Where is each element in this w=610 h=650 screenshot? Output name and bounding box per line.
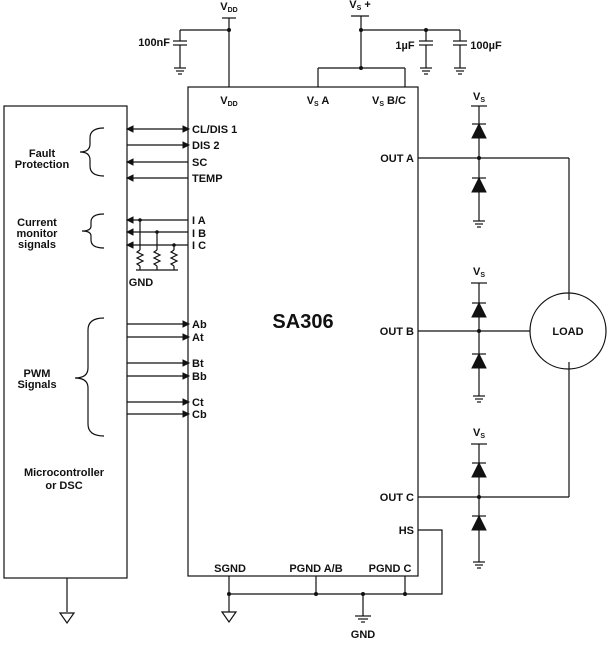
cap-1uf-label: 1µF [395, 40, 414, 52]
vs-diode-a-label: VS [473, 91, 485, 104]
resistor-c-icon [169, 249, 179, 267]
arrow-left-icon [125, 216, 134, 224]
pin-cb: Cb [192, 409, 207, 421]
diode-b-low-icon [471, 352, 487, 369]
vs-supply-label: VS + [349, 0, 371, 12]
diode-a-high-icon [471, 122, 487, 139]
vs-diode-c-label: VS [473, 427, 485, 440]
diode-b-high-icon [471, 301, 487, 318]
pin-sc: SC [192, 157, 207, 169]
arrow-left-icon [125, 241, 134, 249]
gnd-main-label: GND [351, 629, 376, 641]
pin-cl-dis1: CL/DIS 1 [192, 124, 237, 136]
hs-wire [229, 529, 443, 595]
microcontroller-block [3, 105, 128, 579]
microcontroller-label-2: or DSC [45, 480, 82, 492]
arrow-left-icon [125, 125, 134, 133]
vdd-supply-wiring [173, 17, 236, 87]
pin-hs: HS [399, 525, 414, 537]
pin-pgnd-c: PGND C [369, 563, 412, 575]
pin-out-b: OUT B [380, 326, 414, 338]
arrow-right-icon [182, 141, 191, 149]
arrow-left-icon [125, 228, 134, 236]
microcontroller-label: Microcontroller [24, 467, 105, 479]
output-b-diodes [418, 282, 530, 403]
vdd-supply-label: VDD [220, 1, 237, 14]
pin-out-a: OUT A [380, 153, 414, 165]
pin-temp: TEMP [192, 173, 223, 185]
signal-wires [125, 125, 191, 418]
pin-ib: I B [192, 228, 206, 240]
cap-100uf-label: 100µF [470, 40, 502, 52]
diode-c-low-icon [471, 514, 487, 531]
diode-c-high-icon [471, 461, 487, 478]
current-gnd-label: GND [129, 277, 154, 289]
pin-ab: Ab [192, 319, 207, 331]
resistor-b-icon [152, 249, 162, 267]
cap-100nf-label: 100nF [138, 37, 170, 49]
output-a-diodes [418, 105, 570, 300]
load-circle [529, 292, 607, 370]
sgnd-icon [220, 611, 238, 624]
current-monitor-label: Current [17, 217, 57, 229]
chip-name: SA306 [272, 311, 333, 333]
pin-out-c: OUT C [380, 492, 414, 504]
pwm-signals-label-2: Signals [17, 379, 56, 391]
resistor-a-icon [135, 249, 145, 267]
pin-sgnd: SGND [214, 563, 246, 575]
pin-dis2: DIS 2 [192, 140, 220, 152]
pin-ic: I C [192, 240, 206, 252]
pwm-brace [74, 317, 105, 437]
fault-protection-label: Fault [29, 148, 56, 160]
controller-gnd-icon [58, 612, 76, 625]
arrow-right-icon [182, 125, 191, 133]
pin-at: At [192, 332, 204, 344]
current-brace [81, 213, 105, 249]
pin-ct: Ct [192, 397, 204, 409]
vs-diode-b-label: VS [473, 266, 485, 279]
pin-vs-a: VS A [307, 95, 330, 108]
pin-bt: Bt [192, 358, 204, 370]
pin-bb: Bb [192, 371, 207, 383]
arrow-left-icon [125, 158, 134, 166]
diode-a-low-icon [471, 176, 487, 193]
pin-ia: I A [192, 215, 206, 227]
vs-supply-wiring [317, 15, 467, 87]
pin-vs-bc: VS B/C [372, 95, 406, 108]
bottom-ground-wiring [220, 576, 407, 624]
output-c-diodes [418, 362, 570, 569]
pin-pgnd-ab: PGND A/B [289, 563, 342, 575]
load-label: LOAD [552, 326, 583, 338]
fault-brace [79, 127, 105, 177]
pin-vdd: VDD [220, 95, 237, 108]
arrow-left-icon [125, 174, 134, 182]
current-monitor-label-2: monitor [17, 228, 59, 240]
current-monitor-label-3: signals [18, 239, 56, 251]
fault-protection-label-2: Protection [15, 159, 70, 171]
pwm-signals-label: PWM [24, 368, 51, 380]
sa306-chip [187, 86, 419, 577]
